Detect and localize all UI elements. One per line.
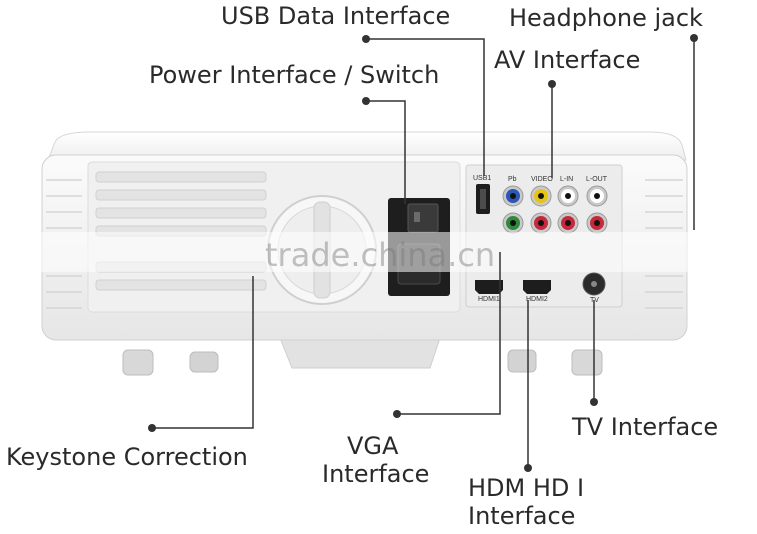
- right-foot-2: [571, 349, 603, 376]
- keystone-callout: Keystone Correction: [6, 443, 248, 471]
- pb-label: Pb: [508, 176, 517, 183]
- headphone-callout: Headphone jack: [509, 4, 703, 32]
- watermark: trade.china.cn: [265, 236, 496, 274]
- vga-callout-line1: VGA: [347, 432, 399, 460]
- video-label: VIDEO: [531, 176, 553, 183]
- hdmi1-label: HDMI1: [478, 296, 500, 303]
- right-foot: [507, 349, 537, 373]
- left-side-vents: [46, 179, 82, 309]
- watermark-band: [0, 232, 757, 272]
- hdmi2-label: HDMI2: [526, 296, 548, 303]
- projector-top: [47, 131, 687, 161]
- rear-vent-slots: [95, 171, 267, 291]
- hdmi-callout-line1: HDM HD I: [468, 474, 585, 502]
- leader-dots: [148, 34, 698, 472]
- lens-base: [279, 337, 441, 369]
- hdmi1-port: [475, 280, 503, 294]
- tv-label: TV: [590, 297, 599, 304]
- usb-callout: USB Data Interface: [221, 2, 451, 30]
- hdmi2-port: [523, 280, 551, 294]
- lout-label: L-OUT: [586, 176, 607, 183]
- av-callout: AV Interface: [494, 46, 641, 74]
- power-switch: [407, 203, 439, 233]
- usb1-label: USB1: [473, 175, 492, 182]
- vga-callout-line2: Interface: [322, 460, 430, 488]
- leader-lines: [152, 38, 695, 468]
- tv-callout: TV Interface: [572, 413, 719, 441]
- lin-label: L-IN: [560, 176, 574, 183]
- left-foot-2: [189, 351, 219, 373]
- power-callout: Power Interface / Switch: [149, 61, 440, 89]
- hdmi-callout-line2: Interface: [468, 502, 576, 530]
- left-foot: [122, 349, 154, 376]
- av-jacks-bottom: [502, 212, 608, 234]
- right-side-vents: [645, 179, 683, 309]
- av-jacks-top: [502, 185, 608, 207]
